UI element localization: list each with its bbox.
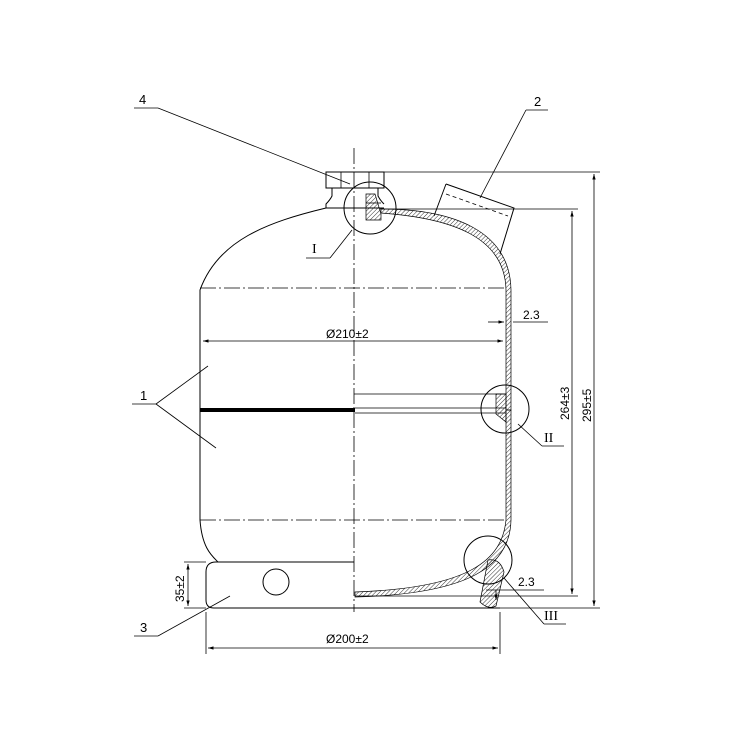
dim-diameter-bottom: Ø200±2	[326, 632, 369, 646]
lower-shell-left-outline	[199, 410, 219, 563]
callout-part-1: 1	[140, 388, 147, 403]
detail-circle-1	[343, 181, 397, 235]
detail-circle-2	[480, 384, 530, 434]
valve-assembly	[325, 171, 385, 221]
dim-wall-side: 2.3	[523, 308, 540, 322]
girth-seam	[200, 408, 355, 412]
callout-detail-1: I	[312, 242, 317, 257]
side-port	[433, 183, 515, 255]
dim-height-total: 295±5	[580, 388, 594, 422]
detail-circle-3	[463, 535, 513, 585]
dim-wall-bottom: 2.3	[518, 575, 535, 589]
callout-part-2: 2	[534, 94, 541, 109]
dim-diameter-top: Ø210±2	[326, 327, 369, 341]
callout-part-4: 4	[139, 92, 146, 107]
foot-ring	[205, 559, 505, 609]
dim-height-inner: 264±3	[558, 386, 572, 420]
upper-shell-right-wall	[380, 208, 512, 411]
callout-detail-2: II	[544, 431, 554, 446]
dim-base-height: 35±2	[173, 575, 187, 602]
lower-shell-right-wall	[354, 409, 512, 598]
foot-ring-hole	[262, 568, 290, 596]
callout-part-3: 3	[140, 620, 147, 635]
callout-detail-3: III	[544, 609, 558, 624]
upper-shell-left-outline	[199, 207, 327, 410]
